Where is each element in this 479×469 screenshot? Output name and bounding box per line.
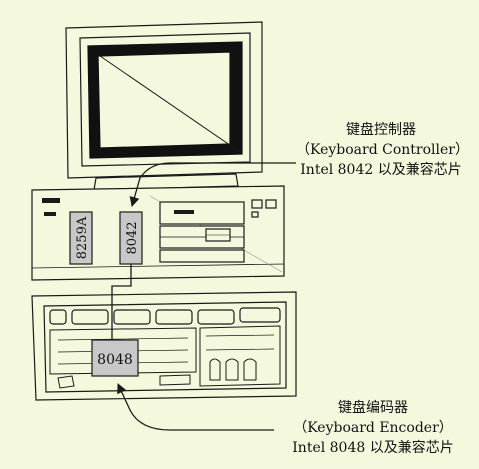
drive-bays — [159, 201, 245, 263]
encoder-compat: Intel 8048 以及兼容芯片 — [292, 440, 454, 456]
controller-compat: Intel 8042 以及兼容芯片 — [300, 162, 462, 178]
controller-english-name: （Keyboard Controller） — [296, 142, 469, 158]
chip-8048-label: 8048 — [97, 352, 133, 368]
power-button — [251, 199, 263, 209]
chip-8042-label: 8042 — [125, 221, 140, 254]
controller-title: 键盘控制器 — [346, 122, 416, 138]
controller-leader-arrow — [129, 162, 296, 207]
chip-8259a: 8259A — [69, 211, 93, 265]
chip-8048: 8048 — [91, 339, 139, 377]
reset-button — [265, 199, 277, 209]
chip-8259a-label: 8259A — [75, 216, 90, 259]
system-unit — [31, 185, 285, 281]
monitor — [65, 21, 263, 191]
keyboard — [31, 291, 297, 401]
encoder-english-name: （Keyboard Encoder） — [293, 420, 453, 436]
encoder-title: 键盘编码器 — [338, 400, 408, 416]
controller-callout: 键盘控制器 （Keyboard Controller） Intel 8042 以… — [296, 120, 469, 180]
chip-8042: 8042 — [119, 211, 143, 265]
encoder-callout: 键盘编码器 （Keyboard Encoder） Intel 8048 以及兼容… — [278, 398, 468, 458]
monitor-stand — [93, 173, 239, 191]
keyboard-cable — [111, 264, 132, 340]
function-key-row — [49, 307, 281, 325]
encoder-leader-arrow — [117, 383, 274, 431]
